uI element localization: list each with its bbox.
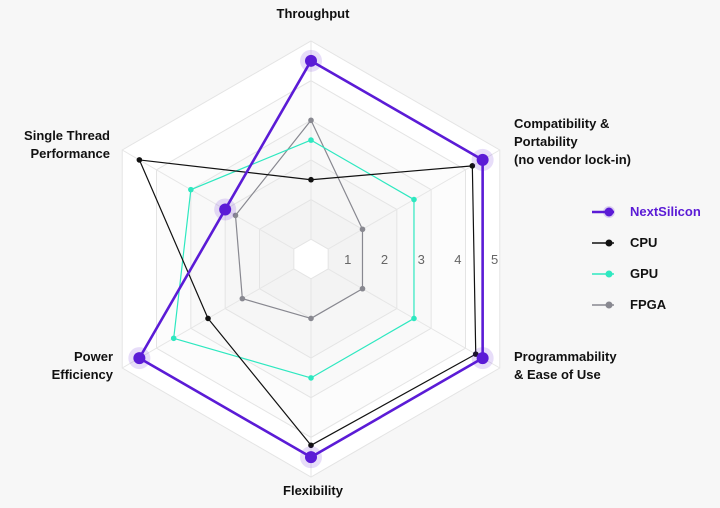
series-gpu — [170, 137, 417, 381]
series-nextsilicon — [128, 49, 494, 469]
data-point-gpu — [411, 196, 417, 203]
scale-tick-label: 3 — [418, 252, 425, 267]
data-point-nextsilicon — [219, 203, 232, 216]
data-point-fpga — [359, 226, 366, 233]
data-point-gpu — [170, 335, 177, 342]
legend-swatch-fpga — [592, 301, 614, 308]
legend-swatch-cpu — [592, 239, 614, 246]
data-point-gpu — [188, 186, 194, 193]
legend-label-fpga: FPGA — [630, 297, 667, 312]
data-point-nextsilicon — [476, 352, 489, 365]
legend-item-gpu: GPU — [590, 258, 715, 289]
legend-label-nextsilicon: NextSilicon — [630, 204, 701, 219]
data-point-gpu — [308, 375, 314, 381]
axis-label-programmability: Programmability & Ease of Use — [514, 349, 617, 382]
series-cpu — [136, 157, 479, 449]
scale-tick-label: 1 — [344, 252, 351, 267]
axis-label-compatibility: Compatibility & Portability (no vendor l… — [514, 116, 631, 167]
data-point-cpu — [472, 351, 479, 357]
axis-spoke — [121, 149, 295, 250]
legend: NextSilicon CPU GPU FPGA — [590, 196, 715, 320]
scale-tick-label: 4 — [454, 252, 461, 267]
data-point-cpu — [205, 315, 211, 322]
legend-item-nextsilicon: NextSilicon — [590, 196, 715, 227]
axis-label-throughput: Throughput — [276, 6, 350, 21]
data-point-gpu — [411, 315, 417, 322]
data-point-gpu — [308, 137, 314, 143]
radar-web — [121, 40, 501, 478]
data-point-cpu — [469, 163, 476, 169]
legend-item-fpga: FPGA — [590, 289, 715, 320]
legend-swatch-gpu — [592, 270, 614, 277]
series-layer — [128, 49, 494, 469]
axis-label-flexibility: Flexibility — [283, 483, 343, 498]
axis-label-power-efficiency: Power Efficiency — [51, 349, 113, 382]
series-fpga — [232, 117, 366, 322]
legend-item-cpu: CPU — [590, 227, 715, 258]
data-point-fpga — [308, 117, 314, 124]
data-point-cpu — [308, 176, 314, 183]
data-point-nextsilicon — [133, 352, 146, 365]
data-point-fpga — [239, 295, 246, 302]
data-point-fpga — [308, 315, 314, 322]
data-point-fpga — [232, 212, 239, 219]
scale-ticks: 1 2 3 4 5 — [344, 252, 498, 267]
legend-label-cpu: CPU — [630, 235, 658, 250]
data-point-nextsilicon — [305, 54, 317, 67]
scale-tick-label: 2 — [381, 252, 388, 267]
axis-label-single-thread: Single Thread Performance — [24, 128, 110, 161]
legend-swatch-nextsilicon — [592, 205, 615, 218]
scale-tick-label: 5 — [491, 252, 498, 267]
data-point-cpu — [136, 157, 143, 163]
legend-label-gpu: GPU — [630, 266, 659, 281]
data-point-nextsilicon — [476, 153, 489, 166]
data-point-nextsilicon — [305, 451, 317, 464]
data-point-fpga — [359, 285, 366, 292]
data-point-cpu — [308, 442, 314, 449]
